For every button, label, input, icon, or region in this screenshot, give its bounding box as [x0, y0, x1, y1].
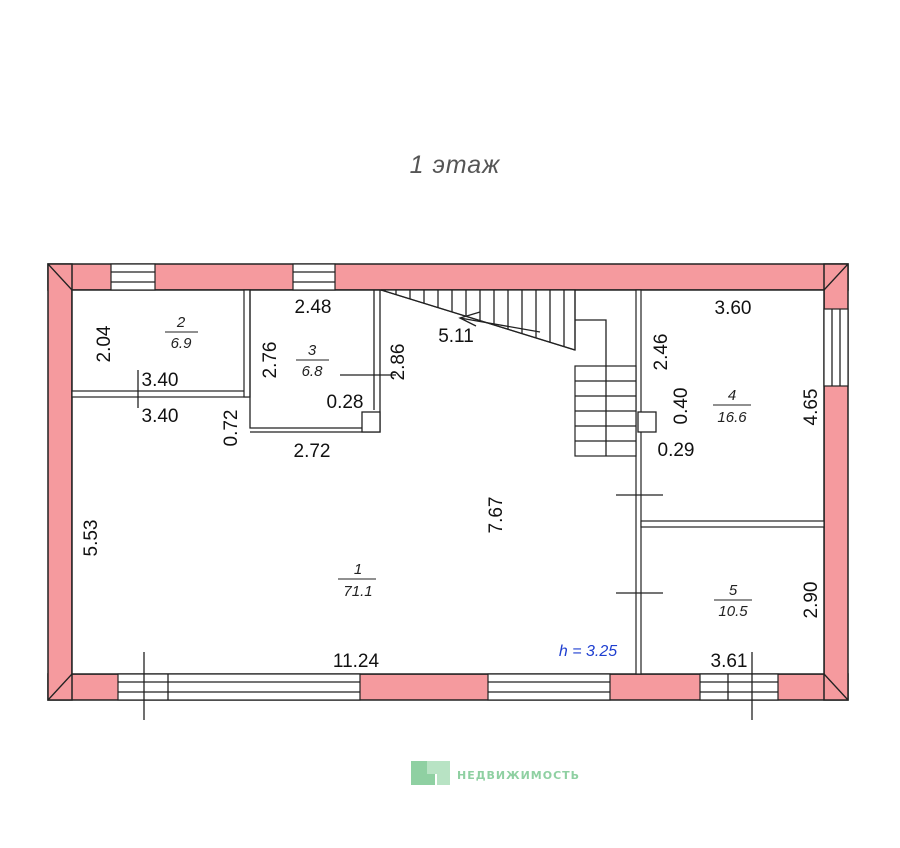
room-number: 1 — [354, 561, 362, 578]
wall-top — [47, 263, 849, 291]
dim-main-depth: 7.67 — [486, 497, 507, 534]
brand-logo: НЕДВИЖИМОСТЬ — [411, 761, 580, 785]
window-bottom-1 — [117, 673, 361, 701]
brand-mark-icon — [411, 761, 450, 785]
dim-room3-right: 2.86 — [388, 344, 409, 381]
dim-stair-run: 5.11 — [438, 326, 474, 347]
dim-room2-width-bottom: 3.40 — [142, 406, 179, 427]
window-top-2 — [292, 263, 336, 291]
room-2-label: 2 6.9 — [165, 314, 198, 352]
room-number: 3 — [308, 342, 317, 359]
floor-title: 1 этаж — [410, 151, 502, 179]
room-labels: 2 6.9 3 6.8 4 16.6 1 71.1 5 10.5 — [165, 314, 752, 620]
dim-main-width: 11.24 — [333, 651, 380, 672]
dim-room5-width: 3.61 — [711, 651, 748, 672]
dim-room3-niche: 0.28 — [327, 392, 364, 413]
window-right — [823, 308, 849, 387]
room-area: 71.1 — [343, 583, 372, 600]
partitions — [71, 289, 825, 720]
room-area: 16.6 — [717, 409, 747, 426]
dim-room3-width: 2.48 — [295, 297, 332, 318]
room-1-label: 1 71.1 — [338, 561, 376, 600]
room-number: 2 — [176, 314, 186, 331]
wall-left — [47, 263, 73, 701]
dim-room3-offset: 0.72 — [221, 410, 242, 447]
room-area: 6.9 — [171, 335, 193, 352]
dim-room4-niche: 0.29 — [658, 440, 695, 461]
dim-room5-right: 2.90 — [801, 582, 822, 619]
room-area: 6.8 — [302, 363, 324, 380]
room-number: 4 — [728, 387, 736, 404]
window-top-1 — [110, 263, 156, 291]
dim-room4-width: 3.60 — [715, 298, 752, 319]
dim-room3-height: 2.76 — [260, 342, 281, 379]
dim-room2-height: 2.04 — [94, 325, 115, 362]
ceiling-height-label: h = 3.25 — [559, 643, 617, 660]
dimension-labels: 2.04 3.40 3.40 2.48 2.76 2.86 0.28 0.72 … — [81, 297, 822, 672]
room-3-label: 3 6.8 — [296, 342, 329, 380]
room-5-label: 5 10.5 — [714, 582, 752, 620]
dim-room2-width-top: 3.40 — [142, 370, 179, 391]
dim-room4-left-mid: 0.40 — [671, 388, 692, 425]
window-bottom-2 — [487, 673, 611, 701]
interior — [71, 289, 825, 675]
window-bottom-3 — [699, 673, 779, 701]
room-area: 10.5 — [718, 603, 748, 620]
dim-room3-bottom: 2.72 — [294, 441, 331, 462]
room-4-label: 4 16.6 — [713, 387, 751, 426]
windows — [110, 263, 849, 701]
dim-room4-right: 4.65 — [801, 389, 822, 426]
staircase — [380, 289, 637, 457]
brand-text: НЕДВИЖИМОСТЬ — [457, 769, 580, 782]
room-number: 5 — [729, 582, 738, 599]
dim-main-left: 5.53 — [81, 520, 102, 557]
dim-room4-left-upper: 2.46 — [651, 334, 672, 371]
